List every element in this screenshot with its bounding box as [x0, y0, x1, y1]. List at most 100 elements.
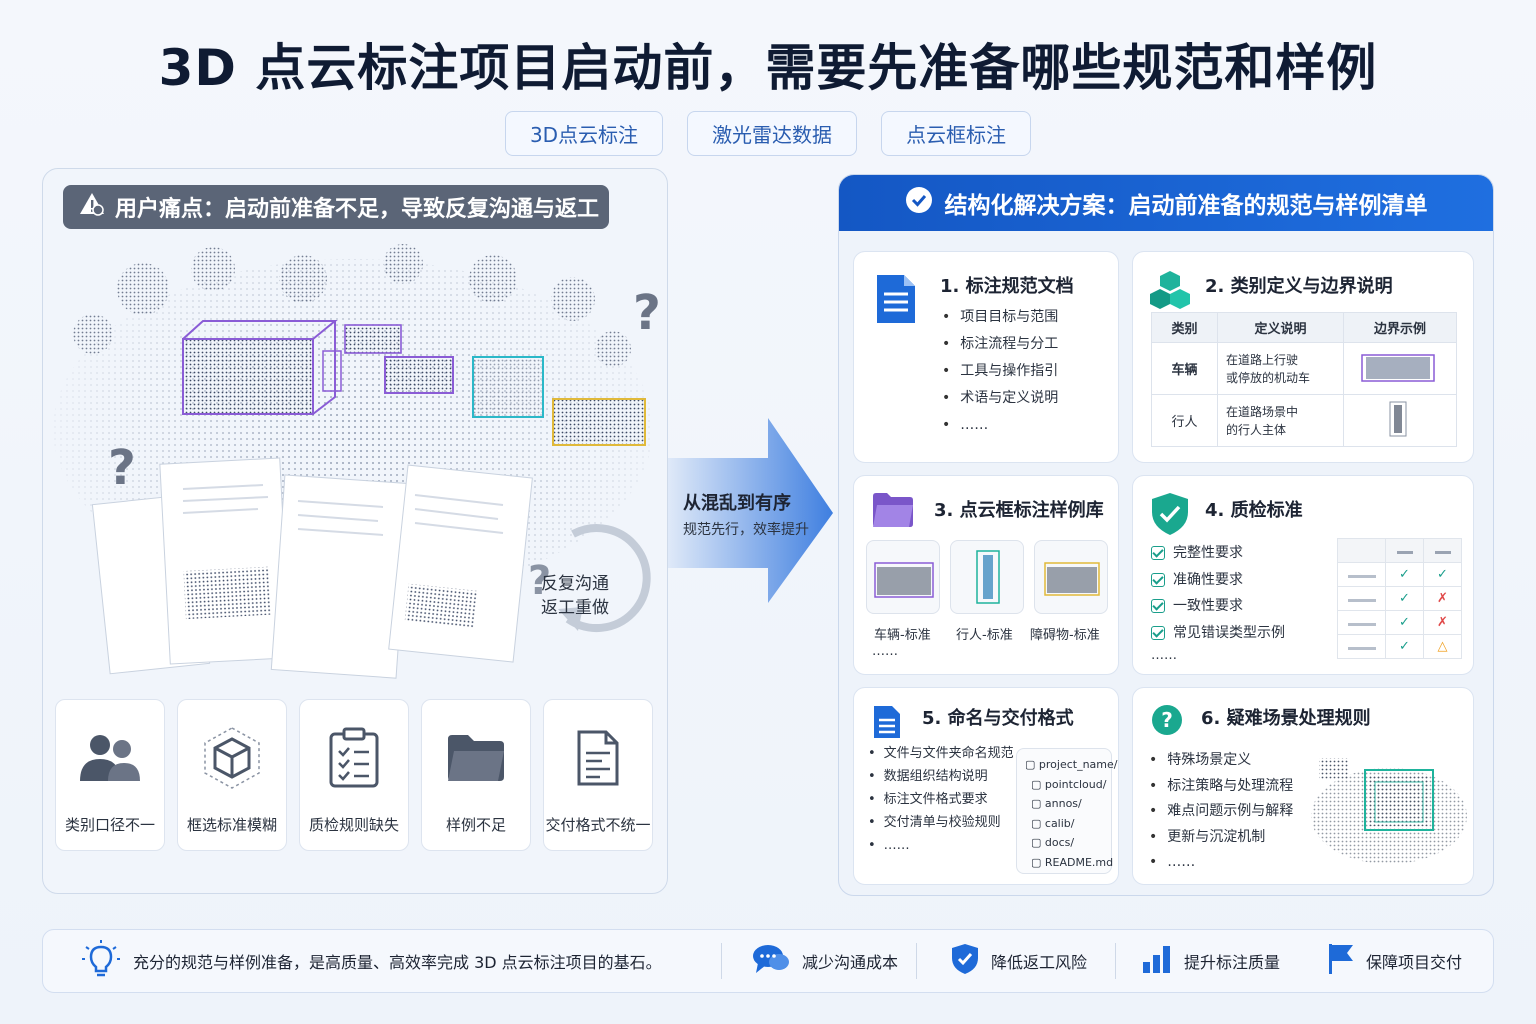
arrow-caption-main: 从混乱到有序	[683, 493, 791, 514]
qc-mark: ✓	[1423, 562, 1462, 587]
tree-item-label: README.md	[1044, 855, 1114, 869]
list-item: 数据组织结构说明	[868, 765, 1014, 788]
list-item: 特殊场景定义	[1149, 748, 1293, 774]
table-header-row: 类别 定义说明 边界示例	[1151, 312, 1457, 343]
checkbox-icon	[1151, 625, 1165, 640]
qc-mark: ✗	[1423, 586, 1462, 611]
qc-item: 一致性要求	[1151, 593, 1285, 620]
benefit-label: 降低返工风险	[991, 953, 1088, 972]
svg-text:?: ?	[528, 558, 551, 604]
divider	[721, 943, 722, 979]
table-header: 边界示例	[1343, 312, 1457, 343]
warning-icon	[79, 191, 105, 223]
obstacle-sample-thumbnail[interactable]	[1034, 540, 1108, 614]
pain-card-qc-rules[interactable]: 质检规则缺失	[299, 699, 409, 851]
tree-item: ▢ project_name/	[1025, 758, 1118, 771]
definition-line: 的行人主体	[1226, 422, 1287, 437]
list-item: 难点问题示例与解释	[1149, 799, 1293, 825]
card-difficult-scenarios: ? 6. 疑难场景处理规则 特殊场景定义 标注策略与处理流程 难点问题示例与解释…	[1132, 687, 1474, 885]
sample-thumbnails	[866, 540, 1108, 614]
tag-lidar-data[interactable]: 激光雷达数据	[687, 111, 858, 156]
pain-card-category[interactable]: 类别口径不一	[55, 699, 165, 851]
card-title: 1. 标注规范文档	[940, 276, 1074, 297]
benefit-delivery: 保障项目交付	[1328, 943, 1462, 979]
vehicle-sample-thumbnail[interactable]	[866, 540, 940, 614]
qc-item-label: 完整性要求	[1173, 545, 1243, 561]
tree-item-label: pointcloud/	[1044, 777, 1107, 791]
loop-label-communication: 反复沟通	[541, 574, 609, 594]
pain-card-box-standard[interactable]: 框选标准模糊	[177, 699, 287, 851]
list-item: 交付清单与校验规则	[868, 811, 1014, 834]
table-cell-definition: 在道路场景中 的行人主体	[1217, 394, 1344, 447]
shield-check-icon	[1151, 492, 1189, 540]
definition-line: 在道路上行驶	[1226, 352, 1299, 367]
question-circle-icon: ?	[1151, 704, 1183, 740]
benefit-rework-risk: 降低返工风险	[951, 943, 1115, 979]
thumbnail-label: 障碍物-标准	[1030, 628, 1100, 643]
qc-mark: ✓	[1385, 610, 1424, 635]
pedestrian-sample-thumbnail[interactable]	[950, 540, 1024, 614]
svg-text:?: ?	[633, 285, 659, 341]
folder-purple-icon	[872, 492, 914, 532]
pain-card-label: 交付格式不统一	[545, 816, 651, 834]
difficult-scene-illustration	[1311, 758, 1467, 864]
table-row: 行人 在道路场景中 的行人主体	[1151, 394, 1457, 447]
qc-item: 准确性要求	[1151, 567, 1285, 594]
doc-blue-icon	[872, 704, 902, 744]
definition-line: 或停放的机动车	[1226, 370, 1311, 385]
definition-line: 在道路场景中	[1226, 404, 1299, 419]
divider	[1115, 943, 1116, 979]
checkbox-icon	[1151, 546, 1165, 561]
bar-chart-icon	[1142, 944, 1172, 978]
qc-item-label: 常见错误类型示例	[1173, 624, 1285, 641]
summary-main: 充分的规范与样例准备，是高质量、高效率完成 3D 点云标注项目的基石。	[81, 939, 721, 983]
tree-item: ▢ README.md	[1031, 855, 1114, 869]
pain-points-header: 用户痛点：启动前准备不足，导致反复沟通与返工	[63, 185, 609, 229]
tag-row: 3D点云标注 激光雷达数据 点云框标注	[0, 111, 1536, 156]
svg-text:?: ?	[108, 440, 136, 496]
list-item: 项目目标与范围	[942, 304, 1058, 331]
benefit-communication: 减少沟通成本	[752, 943, 916, 979]
tree-item-label: docs/	[1044, 836, 1075, 850]
list-item: ……	[1149, 850, 1293, 876]
category-table: 类别 定义说明 边界示例 车辆 在道路上行驶 或停放的机动车 行人 在道路场景中…	[1151, 312, 1457, 447]
pedestrian-example-image	[1343, 394, 1457, 447]
card-annotation-spec: 1. 标注规范文档 项目目标与范围 标注流程与分工 工具与操作指引 术语与定义说…	[853, 251, 1119, 463]
bottom-summary-bar: 充分的规范与样例准备，是高质量、高效率完成 3D 点云标注项目的基石。 减少沟通…	[42, 929, 1494, 993]
tree-item: ▢ calib/	[1031, 816, 1075, 830]
chat-bubble-icon	[752, 943, 790, 979]
list-item: 术语与定义说明	[942, 385, 1058, 412]
shield-check-icon	[951, 943, 979, 979]
svg-text:?: ?	[1161, 708, 1173, 732]
card-title: 6. 疑难场景处理规则	[1201, 708, 1371, 729]
list-item: ……	[868, 834, 1014, 857]
tag-3d-point-cloud[interactable]: 3D点云标注	[504, 111, 664, 156]
solution-title: 结构化解决方案：启动前准备的规范与样例清单	[944, 193, 1428, 219]
flag-icon	[1328, 943, 1354, 979]
tag-box-annotation[interactable]: 点云框标注	[881, 111, 1032, 156]
card-naming-delivery: 5. 命名与交付格式 文件与文件夹命名规范 数据组织结构说明 标注文件格式要求 …	[853, 687, 1119, 885]
pain-card-delivery-format[interactable]: 交付格式不统一	[543, 699, 653, 851]
document-icon	[576, 726, 620, 790]
lightbulb-icon	[81, 939, 121, 983]
list-item: 标注策略与处理流程	[1149, 774, 1293, 800]
list-item: ……	[942, 412, 1058, 439]
card-list: 特殊场景定义 标注策略与处理流程 难点问题示例与解释 更新与沉淀机制 ……	[1149, 748, 1293, 876]
solution-panel: 结构化解决方案：启动前准备的规范与样例清单 1. 标注规范文档 项目目标与范围 …	[838, 174, 1494, 896]
qc-mark: ✓	[1385, 562, 1424, 587]
arrow-caption-sub: 规范先行，效率提升	[683, 522, 809, 538]
table-header: 类别	[1151, 312, 1218, 343]
benefit-label: 提升标注质量	[1184, 953, 1281, 972]
tree-item: ▢ docs/	[1031, 836, 1075, 850]
pain-card-samples[interactable]: 样例不足	[421, 699, 531, 851]
card-list: 文件与文件夹命名规范 数据组织结构说明 标注文件格式要求 交付清单与校验规则 ……	[868, 742, 1014, 857]
benefit-label: 减少沟通成本	[802, 953, 899, 972]
qc-item: 完整性要求	[1151, 540, 1285, 567]
solution-header: 结构化解决方案：启动前准备的规范与样例清单	[839, 175, 1493, 231]
table-cell-definition: 在道路上行驶 或停放的机动车	[1217, 342, 1344, 395]
loop-label-rework: 返工重做	[541, 598, 609, 618]
qc-mark: △	[1423, 634, 1462, 659]
cubes-icon	[1149, 270, 1191, 314]
card-sample-library: 3. 点云框标注样例库 车辆-标准 行人-标准 障碍物-标准 ……	[853, 475, 1119, 675]
tree-item-label: project_name/	[1038, 758, 1118, 771]
